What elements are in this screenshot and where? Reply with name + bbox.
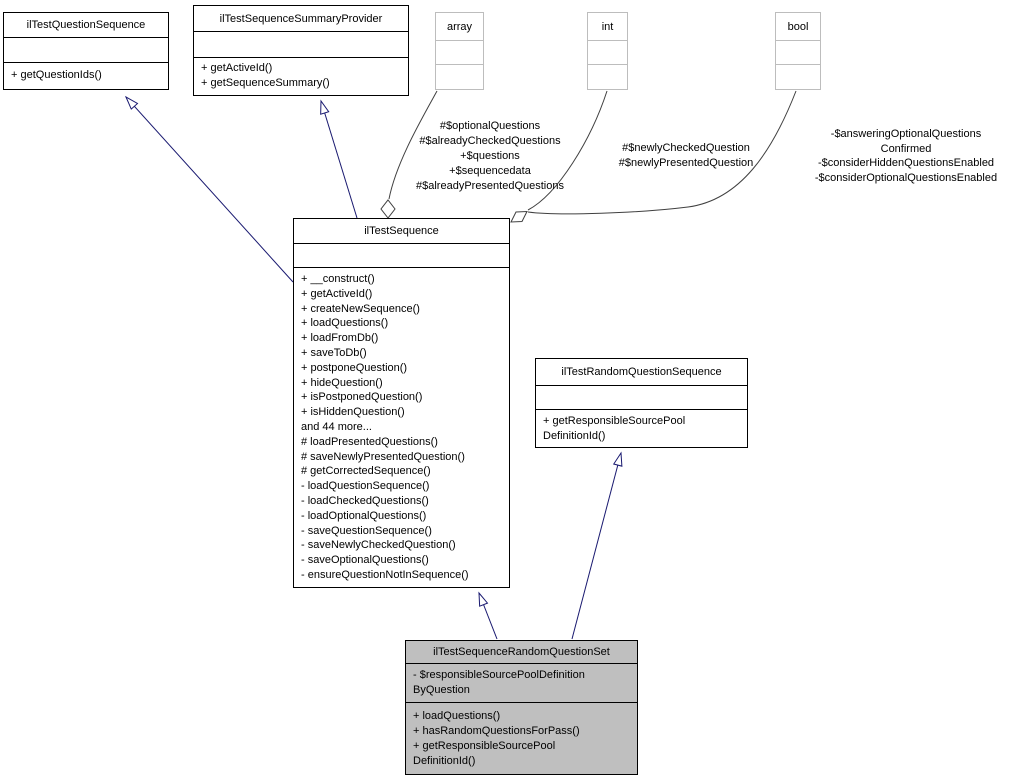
member-line: - loadQuestionSequence() [301,480,430,493]
member-line: #$optionalQuestions [439,120,541,132]
member-line: - loadOptionalQuestions() [301,509,427,522]
type-box-array: array [435,12,484,90]
member-line: DefinitionId() [543,430,606,442]
member-line: + __construct() [301,273,375,285]
attributes-compartment [194,32,408,58]
member-line: #$alreadyCheckedQuestions [419,134,561,147]
type-box-bool: bool [775,12,821,90]
member-line: + saveToDb() [301,346,367,359]
attributes-compartment [4,38,168,63]
attributes-compartment [294,244,509,268]
member-line: + isPostponedQuestion() [301,391,423,404]
inheritance-edge-randomset-randomsequence [571,451,623,640]
class-box-iltestquestionsequence[interactable]: ilTestQuestionSequence + getQuestionIds(… [3,12,169,90]
member-line: +$sequencedata [449,164,531,177]
class-title[interactable]: ilTestSequence [294,219,509,244]
member-line: - saveNewlyCheckedQuestion() [301,539,456,552]
member-line: -$considerOptionalQuestionsEnabled [814,171,998,184]
member-line: +$questions [460,149,520,162]
methods-compartment [436,65,483,89]
aggregation-diamond-icon [380,199,396,219]
methods-compartment: + loadQuestions() + hasRandomQuestionsFor… [406,703,637,771]
class-box-iltestsequence[interactable]: ilTestSequence + __construct() + getActiv… [293,218,510,588]
member-line: DefinitionId() [413,755,476,767]
member-line: + isHiddenQuestion() [301,406,405,419]
member-line: Confirmed [880,142,932,155]
member-line: #$newlyPresentedQuestion [618,156,754,169]
member-line: -$answeringOptionalQuestions [830,128,982,140]
type-title: bool [776,13,820,41]
class-box-iltestsequencesummaryprovider[interactable]: ilTestSequenceSummaryProvider + getActiv… [193,5,409,96]
type-title: array [436,13,483,41]
member-line: # loadPresentedQuestions() [301,435,438,448]
member-line: + getResponsibleSourcePool [413,740,556,752]
class-title[interactable]: ilTestSequenceSummaryProvider [194,6,408,32]
methods-compartment: + getQuestionIds() [4,63,168,85]
member-line: + hasRandomQuestionsForPass() [413,725,580,737]
usage-edge-bool [527,90,797,215]
member-line: + loadQuestions() [413,710,501,722]
member-line: + getActiveId() [301,287,373,300]
member-line: + postponeQuestion() [301,361,408,374]
type-box-int: int [587,12,628,90]
usage-edge-array [388,90,438,200]
attributes-compartment [588,41,627,65]
aggregation-diamond-icon [510,210,528,223]
member-line: and 44 more... [301,420,372,433]
member-line: - $responsibleSourcePoolDefinition [413,669,585,681]
member-line: + hideQuestion() [301,376,383,389]
class-title: ilTestSequenceRandomQuestionSet [406,641,637,664]
type-title: int [588,13,627,41]
methods-compartment: + getActiveId() + getSequenceSummary() [194,58,408,93]
member-line: - saveOptionalQuestions() [301,554,429,567]
member-line: + loadQuestions() [301,317,389,330]
member-line: + createNewSequence() [301,302,420,315]
edge-label-int-members: #$newlyCheckedQuestion #$newlyPresentedQu… [586,141,786,171]
attributes-compartment [776,41,820,65]
member-line: #$newlyCheckedQuestion [622,142,750,154]
class-box-iltestrandomquestionsequence[interactable]: ilTestRandomQuestionSequence + getRespon… [535,358,748,448]
methods-compartment: + __construct() + getActiveId() + createNe… [294,268,509,585]
member-line: - ensureQuestionNotInSequence() [301,568,469,581]
methods-compartment [588,65,627,89]
class-box-iltestsequencerandomquestionset: ilTestSequenceRandomQuestionSet - $respo… [405,640,638,775]
member-line: #$alreadyPresentedQuestions [416,179,564,192]
member-line: -$considerHiddenQuestionsEnabled [817,157,995,170]
class-title[interactable]: ilTestRandomQuestionSequence [536,359,747,386]
member-line: - saveQuestionSequence() [301,524,432,537]
member-line: # saveNewlyPresentedQuestion() [301,450,465,463]
inheritance-edge-testsequence-summaryprovider [320,99,358,219]
inheritance-edge-randomset-testsequence [478,591,498,640]
member-line: + getActiveId() [201,62,273,74]
usage-edge-int [527,90,608,211]
methods-compartment [776,65,820,89]
member-line: + getResponsibleSourcePool [543,415,686,427]
edge-label-array-members: #$optionalQuestions #$alreadyCheckedQuest… [390,119,590,194]
member-line: ByQuestion [413,684,470,696]
member-line: # getCorrectedSequence() [301,465,431,478]
inheritance-edge-testsequence-questionsequence [124,95,294,283]
member-line: + getQuestionIds() [11,69,102,81]
member-line: + getSequenceSummary() [201,77,330,89]
attributes-compartment [536,386,747,410]
attributes-compartment [436,41,483,65]
member-line: - loadCheckedQuestions() [301,494,429,507]
member-line: + loadFromDb() [301,332,379,345]
class-title[interactable]: ilTestQuestionSequence [4,13,168,38]
